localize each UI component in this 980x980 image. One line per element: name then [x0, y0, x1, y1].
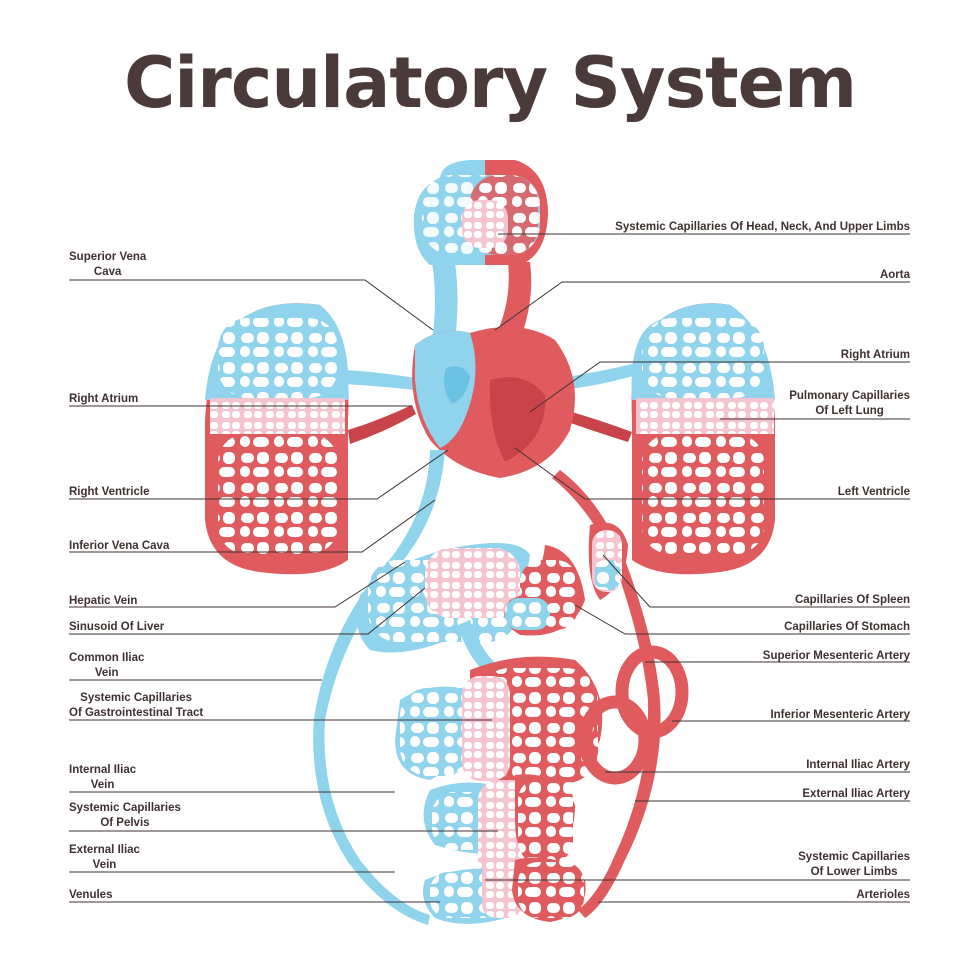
- aorta-vessel: [496, 262, 532, 340]
- label-inferior-mesenteric-artery: Inferior Mesenteric Artery: [770, 709, 910, 721]
- label-systemic-capillaries-lower-limbs: Systemic Capillaries Of Lower Limbs: [798, 851, 910, 878]
- label-left-ventricle: Left Ventricle: [837, 486, 910, 498]
- label-inferior-vena-cava: Inferior Vena Cava: [69, 540, 170, 552]
- stomach: [504, 545, 585, 636]
- label-right-atrium-right: Right Atrium: [840, 349, 910, 361]
- label-systemic-capillaries-gi: Systemic Capillaries Of Gastrointestinal…: [69, 692, 204, 719]
- superior-vena-cava-vessel: [432, 262, 458, 340]
- label-superior-vena-cava: Superior Vena Cava: [69, 251, 147, 278]
- label-hepatic-vein: Hepatic Vein: [69, 595, 138, 607]
- right-lung: [205, 303, 349, 575]
- label-arterioles: Arterioles: [856, 889, 910, 901]
- label-capillaries-of-spleen: Capillaries Of Spleen: [794, 594, 910, 606]
- pelvis: [423, 774, 575, 900]
- mesenteric-loops: [578, 645, 689, 785]
- label-common-iliac-vein: Common Iliac Vein: [69, 652, 145, 679]
- label-internal-iliac-vein: Internal Iliac Vein: [69, 764, 137, 791]
- liver: [356, 542, 530, 653]
- label-right-ventricle: Right Ventricle: [69, 486, 150, 498]
- left-lung: [631, 303, 775, 575]
- label-external-iliac-vein: External Iliac Vein: [69, 844, 140, 871]
- intestines: [395, 656, 603, 790]
- label-systemic-capillaries-head: Systemic Capillaries Of Head, Neck, And …: [615, 221, 910, 233]
- label-sinusoid-of-liver: Sinusoid Of Liver: [69, 621, 165, 633]
- label-systemic-capillaries-pelvis: Systemic Capillaries Of Pelvis: [69, 802, 181, 829]
- label-internal-iliac-artery: Internal Iliac Artery: [806, 759, 910, 771]
- heart: [412, 326, 575, 478]
- inferior-vena-cava-vessel: [313, 450, 445, 925]
- label-aorta: Aorta: [879, 269, 910, 281]
- label-pulmonary-capillaries-left-lung: Pulmonary Capillaries Of Left Lung: [789, 390, 910, 417]
- label-external-iliac-artery: External Iliac Artery: [802, 788, 910, 800]
- label-superior-mesenteric-artery: Superior Mesenteric Artery: [762, 650, 910, 662]
- leader-lines: [69, 233, 910, 903]
- head-capillary-bed: [413, 160, 548, 265]
- label-capillaries-of-stomach: Capillaries Of Stomach: [784, 621, 910, 633]
- diagram-title: Circulatory System: [123, 42, 857, 124]
- label-venules: Venules: [69, 889, 113, 901]
- label-right-atrium-left: Right Atrium: [69, 393, 139, 405]
- lower-limbs: [422, 857, 586, 924]
